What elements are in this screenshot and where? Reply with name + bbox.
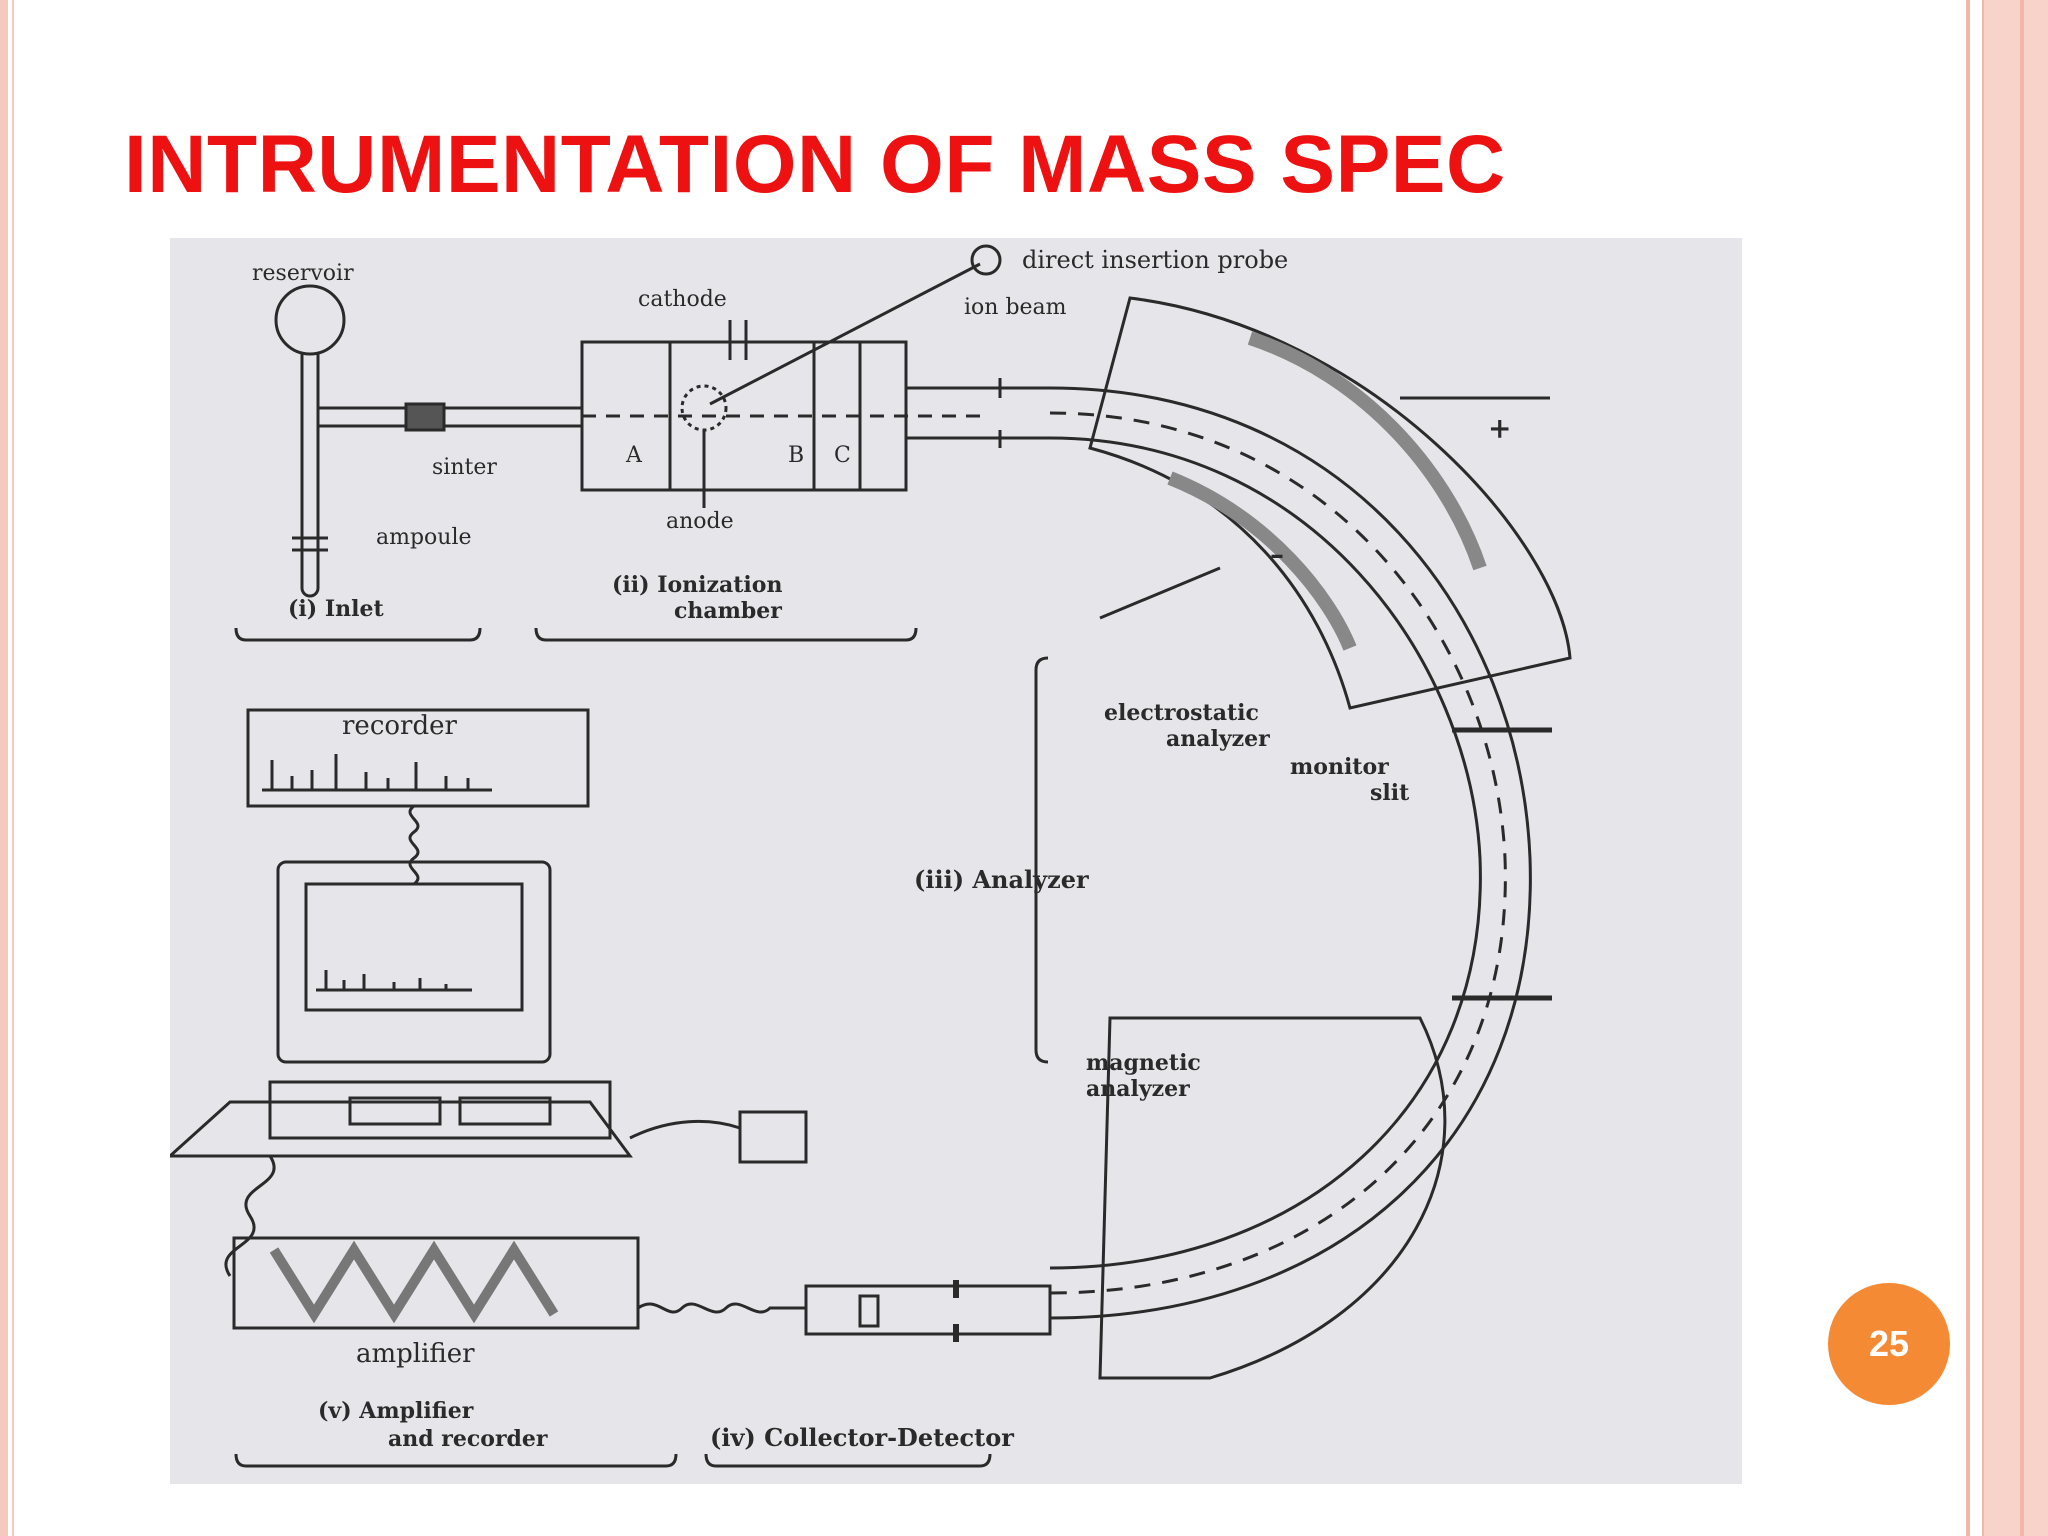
inlet-brace	[234, 627, 482, 642]
recorder-trace	[262, 754, 492, 792]
amplifier-box	[232, 1236, 640, 1330]
label-chamber-c: C	[834, 443, 851, 468]
section-inlet: (i) Inlet	[288, 596, 384, 622]
reservoir-bulb	[274, 284, 346, 356]
keyboard	[170, 1100, 633, 1158]
computer-base	[268, 1080, 612, 1140]
page-number: 25	[1868, 1323, 1910, 1364]
label-minus: –	[1270, 538, 1284, 571]
ion-path	[1049, 411, 1507, 1295]
label-amplifier: amplifier	[356, 1339, 475, 1369]
label-cathode: cathode	[638, 287, 727, 312]
computer-monitor	[276, 860, 552, 1064]
electrostatic-sector	[1088, 296, 1572, 710]
label-ion-beam: ion beam	[964, 295, 1067, 320]
amplifier-circuit	[269, 1240, 559, 1324]
label-chamber-b: B	[788, 443, 804, 468]
label-recorder: recorder	[342, 711, 457, 741]
label-electrostatic-analyzer: analyzer	[1166, 726, 1270, 752]
recorder-box	[246, 708, 590, 808]
label-sinter: sinter	[432, 455, 497, 480]
ampoule	[300, 538, 320, 598]
amplifier-cable	[224, 1155, 276, 1277]
computer-screen	[304, 882, 524, 1012]
recorder-cable	[408, 804, 420, 886]
electrode-plus	[1247, 331, 1487, 571]
label-chamber-a: A	[625, 443, 643, 468]
insertion-probe-rod	[709, 262, 981, 406]
label-direct-insertion-probe: direct insertion probe	[1022, 246, 1288, 274]
sinter-block	[404, 402, 446, 432]
section-analyzer: (iii) Analyzer	[914, 865, 1089, 894]
label-slit: slit	[1370, 780, 1410, 806]
page-number-badge: 25	[1828, 1283, 1950, 1405]
detector-cable	[637, 1302, 806, 1314]
collector-brace	[704, 1453, 992, 1468]
label-ampoule: ampoule	[376, 525, 472, 550]
mouse-box	[738, 1110, 808, 1164]
collector-electrode	[858, 1294, 880, 1328]
electrode-minus	[1167, 471, 1357, 651]
analyzer-brace	[1034, 656, 1049, 1064]
screen-trace	[316, 970, 472, 992]
diagram-svg: reservoir cathode direct insertion probe…	[170, 244, 1572, 1468]
label-magnetic-analyzer: analyzer	[1086, 1076, 1190, 1102]
label-anode: anode	[666, 509, 734, 534]
cathode-wire	[728, 320, 748, 360]
section-ionization: (ii) Ionization	[612, 572, 782, 598]
section-amplifier: (v) Amplifier	[318, 1398, 474, 1424]
label-reservoir: reservoir	[252, 261, 354, 286]
label-magnetic: magnetic	[1086, 1050, 1201, 1076]
amplifier-brace	[234, 1453, 678, 1468]
insertion-probe-tip	[970, 244, 1002, 276]
label-electrostatic: electrostatic	[1104, 700, 1259, 726]
section-ionization-chamber: chamber	[674, 598, 782, 624]
label-monitor: monitor	[1290, 754, 1389, 780]
slide-border-left	[0, 0, 22, 1536]
analyzer-tube-inner	[1049, 436, 1482, 1270]
section-amplifier-recorder: and recorder	[388, 1426, 548, 1452]
slide-border-right	[1960, 0, 2048, 1536]
slide-title: INTRUMENTATION OF MASS SPEC	[124, 119, 1506, 210]
analyzer-tube-outer	[1049, 386, 1532, 1320]
ionization-zone	[680, 384, 728, 432]
label-plus: +	[1488, 412, 1511, 445]
mass-spec-diagram: reservoir cathode direct insertion probe…	[170, 238, 1742, 1484]
collector-detector-box	[804, 1284, 1052, 1336]
magnetic-sector	[1098, 1016, 1447, 1380]
ionization-brace	[534, 627, 918, 642]
section-collector-detector: (iv) Collector-Detector	[710, 1423, 1014, 1452]
